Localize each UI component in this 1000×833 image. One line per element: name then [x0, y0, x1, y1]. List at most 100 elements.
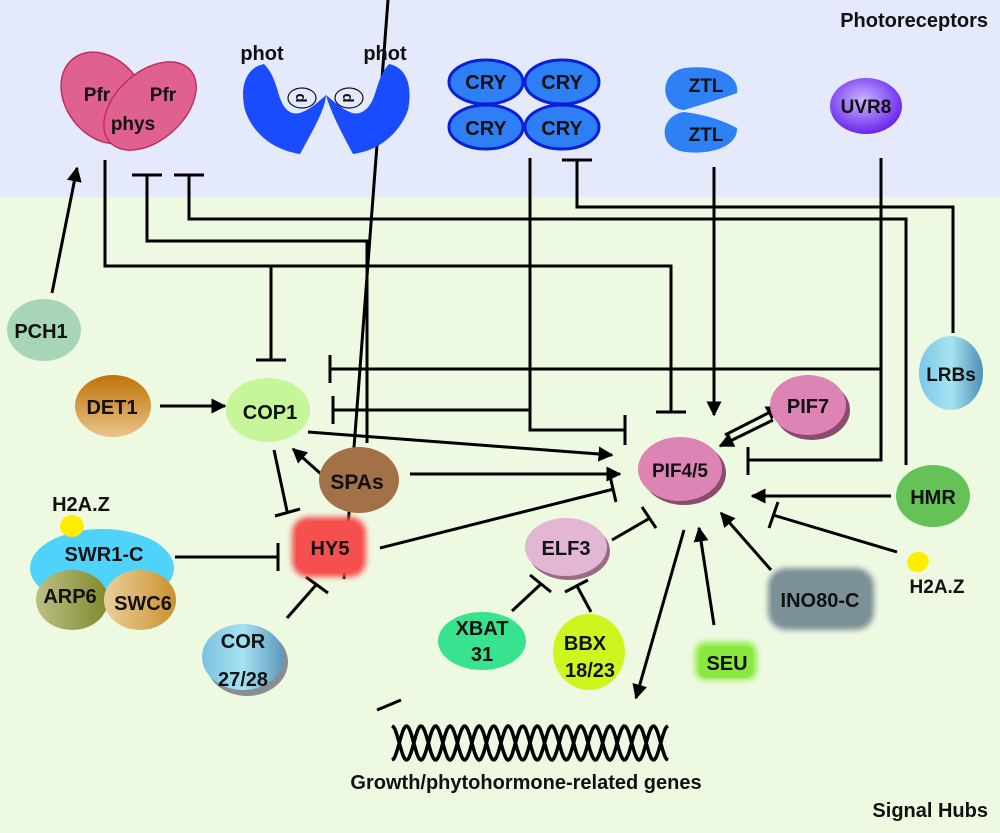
seu-shape [699, 646, 753, 678]
ino80-shape [772, 572, 870, 626]
cry-label-1: CRY [465, 72, 507, 94]
tbar-cop1-hy5 [274, 507, 301, 518]
spas-shape [319, 447, 399, 513]
cry-label-3: CRY [465, 118, 507, 140]
cor-label-line2: 27/28 [218, 669, 268, 691]
pif45-label: PIF4/5 [652, 461, 708, 482]
pif7-node[interactable]: PIF7 [770, 375, 850, 440]
tbar-elf3-pif45 [640, 506, 658, 529]
ino80-label: INO80-C [781, 590, 860, 612]
edge-xbat31-elf3 [510, 582, 543, 613]
ztl-subunit-bottom [664, 112, 738, 153]
lrbs-shape [919, 336, 983, 410]
bbx-node[interactable]: BBX 18/23 [553, 614, 625, 690]
lrbs-label: LRBs [926, 365, 976, 386]
edge-phys-pif45 [103, 160, 673, 412]
pif45-shape [638, 437, 722, 501]
tbar-cor-hy5 [305, 575, 329, 595]
ino80-node[interactable]: INO80-C [768, 568, 874, 630]
edge-elf3-pif45 [611, 516, 651, 542]
ztl-label-bottom: ZTL [689, 125, 724, 146]
ztl-subunit-top [665, 67, 738, 110]
pch1-label: PCH1 [14, 321, 67, 343]
cry-tetramer[interactable]: CRY CRY CRY CRY [447, 58, 601, 151]
elf3-node[interactable]: ELF3 [525, 518, 610, 580]
dna-strand-b [391, 724, 669, 762]
uvr8-node[interactable]: UVR8 [830, 78, 902, 134]
cop1-node[interactable]: COP1 [226, 378, 310, 442]
cry-subunit-4 [523, 103, 601, 151]
seu-node[interactable]: SEU [695, 642, 757, 680]
cry-label-4: CRY [541, 118, 583, 140]
region-label-signal-hubs: Signal Hubs [872, 800, 988, 822]
phys-label: phys [111, 114, 155, 135]
edge-hmr-phys [187, 175, 908, 465]
spas-label: SPAs [330, 471, 383, 494]
hmr-shape [896, 465, 970, 527]
xbat31-shape [438, 612, 526, 670]
swc6-shape [104, 570, 176, 630]
genes-label: Growth/phytohormone-related genes [350, 772, 701, 794]
phys-dimer[interactable]: Pfr Pfr phys [43, 35, 213, 167]
region-label-photoreceptors: Photoreceptors [840, 10, 988, 32]
ztl-label-top: ZTL [689, 76, 724, 97]
cor-shape [202, 624, 284, 690]
phot-monomer-left [243, 64, 326, 154]
edge-ino80-pif45 [719, 511, 773, 571]
det1-label: DET1 [86, 397, 137, 419]
xbat31-label-line2: 31 [471, 644, 493, 666]
phys-pfr-left-label: Pfr [84, 85, 111, 106]
xbat31-node[interactable]: XBAT 31 [438, 612, 526, 670]
cry-subunit-3 [447, 103, 525, 151]
det1-shape [75, 375, 151, 437]
elf3-shape [525, 518, 607, 576]
cop1-shape [226, 378, 310, 442]
elf3-label: ELF3 [542, 538, 591, 560]
pif45-node[interactable]: PIF4/5 [638, 437, 726, 505]
seu-label: SEU [706, 653, 747, 675]
swr1-complex[interactable]: SWR1-C ARP6 SWC6 H2A.Z [30, 494, 176, 630]
edge-cop1-pif45 [307, 430, 614, 462]
edge-spas-phys [145, 175, 369, 443]
edge-spas-cop1 [291, 447, 322, 476]
dna-helix-icon [391, 724, 669, 762]
bbx-label-line1: BBX [564, 633, 607, 655]
h2az-right-dot [907, 551, 929, 573]
edge-cop1-hy5 [272, 449, 289, 512]
h2az-right-node[interactable]: H2A.Z [904, 549, 965, 598]
hy5-node[interactable]: HY5 [292, 517, 366, 577]
hmr-node[interactable]: HMR [896, 465, 970, 527]
cor-label-line1: COR [221, 631, 266, 653]
tbar-xbat31-elf3 [529, 573, 552, 594]
edge-uvr8-pif45 [748, 158, 883, 462]
pch1-node[interactable]: PCH1 [7, 299, 81, 361]
h2az-right-label: H2A.Z [910, 577, 965, 598]
lrbs-node[interactable]: LRBs [919, 336, 983, 410]
phot-label-left: phot [240, 43, 284, 65]
swr1-label: SWR1-C [65, 544, 144, 566]
cor-node[interactable]: COR 27/28 [202, 624, 288, 696]
cop1-label: COP1 [243, 402, 297, 424]
det1-node[interactable]: DET1 [75, 375, 151, 437]
pif7-shape [770, 375, 846, 435]
uvr8-label: UVR8 [841, 97, 892, 118]
phot-dimer[interactable]: d d phot phot [240, 43, 410, 154]
spas-node[interactable]: SPAs [319, 447, 399, 513]
edge-cor-hy5 [285, 584, 318, 619]
edge-lrbs-cry [575, 160, 955, 333]
tbar-bbx-elf3 [564, 578, 589, 594]
arp6-shape [36, 570, 108, 630]
hmr-label: HMR [910, 487, 956, 509]
edge-bbx-elf3 [575, 585, 593, 613]
ztl-dimer[interactable]: ZTL ZTL [664, 67, 738, 153]
edge-pif45-pif7 [724, 405, 782, 437]
cry-label-2: CRY [541, 72, 583, 94]
arp6-label: ARP6 [43, 586, 96, 608]
edge-h2az-pif45 [772, 513, 898, 554]
phys-pfr-right-label: Pfr [150, 85, 177, 106]
hy5-label: HY5 [311, 538, 350, 560]
uvr8-shape [830, 78, 902, 134]
swc6-label: SWC6 [114, 593, 172, 615]
edge-seu-pif45 [693, 526, 716, 626]
phot-label-right: phot [363, 43, 407, 65]
